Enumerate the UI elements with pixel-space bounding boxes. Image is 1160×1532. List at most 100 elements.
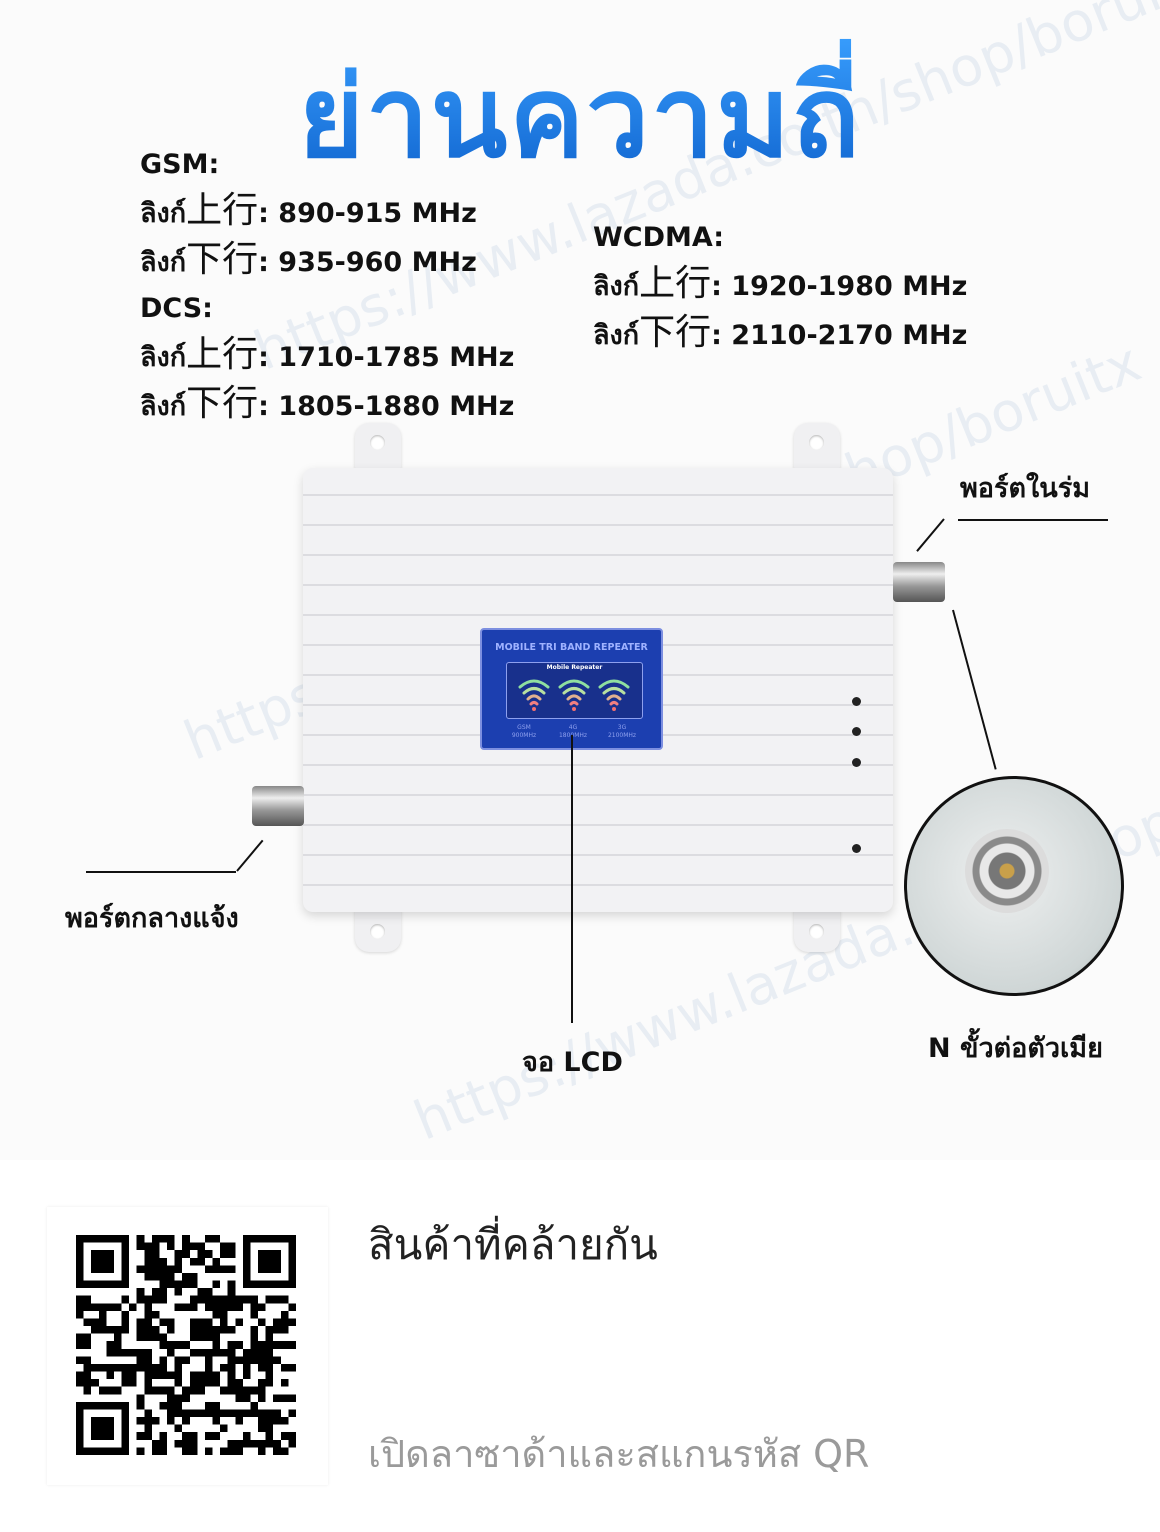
qr-module (167, 1326, 175, 1334)
qr-module (159, 1257, 168, 1266)
similar-products-link[interactable]: สินค้าที่คล้ายกัน (368, 1220, 658, 1269)
mount-tab (794, 904, 840, 952)
qr-module (280, 1394, 289, 1402)
qr-module (235, 1417, 243, 1425)
qr-module (136, 1242, 145, 1251)
band-name: 3G (617, 724, 627, 731)
qr-module (189, 1333, 198, 1342)
qr-module (144, 1432, 152, 1440)
indoor-port-connector (893, 562, 945, 602)
qr-module (189, 1303, 198, 1311)
qr-module (227, 1288, 236, 1296)
qr-module (235, 1409, 243, 1418)
qr-module (144, 1409, 152, 1418)
qr-module (220, 1242, 228, 1251)
qr-module (174, 1341, 183, 1349)
qr-module (227, 1326, 236, 1334)
spec-prefix: ลิงก์ (593, 320, 640, 351)
qr-module (144, 1265, 152, 1273)
qr-module (204, 1356, 213, 1364)
qr-module (182, 1303, 190, 1311)
qr-module (273, 1326, 281, 1334)
qr-module (204, 1295, 213, 1304)
qr-module (121, 1348, 130, 1357)
qr-module (91, 1417, 114, 1440)
qr-module (250, 1333, 259, 1342)
qr-module (76, 1371, 84, 1380)
qr-code (76, 1235, 296, 1455)
qr-module (174, 1280, 183, 1289)
qr-module (212, 1409, 221, 1418)
qr-module (76, 1333, 84, 1342)
spec-value: : 2110-2170 MHz (711, 320, 968, 351)
qr-module (151, 1371, 160, 1380)
spec-cjk: 上行 (186, 334, 259, 375)
qr-module (76, 1235, 84, 1289)
qr-module (182, 1280, 190, 1289)
qr-module (265, 1371, 274, 1380)
qr-module (129, 1303, 137, 1311)
qr-module (288, 1318, 296, 1327)
qr-module (151, 1333, 160, 1342)
qr-module (288, 1432, 296, 1440)
n-connector-icon (965, 829, 1049, 913)
qr-module (167, 1242, 175, 1251)
qr-module (280, 1447, 289, 1455)
qr-module (167, 1394, 175, 1402)
qr-module (144, 1257, 152, 1266)
qr-module (151, 1363, 160, 1372)
qr-module (220, 1326, 228, 1334)
qr-module (91, 1326, 99, 1334)
qr-module (204, 1265, 213, 1273)
spec-value: : 890-915 MHz (258, 198, 477, 229)
qr-module (144, 1424, 152, 1433)
qr-module (235, 1439, 243, 1448)
qr-module (76, 1295, 84, 1304)
qr-module (189, 1432, 198, 1440)
qr-module (212, 1432, 221, 1440)
spec-prefix: ลิงก์ (593, 271, 640, 302)
qr-module (151, 1386, 160, 1395)
qr-module (204, 1250, 213, 1258)
qr-module (220, 1447, 228, 1455)
qr-module (83, 1356, 92, 1364)
qr-module (227, 1439, 236, 1448)
band-name: GSM (517, 724, 531, 731)
qr-module (167, 1272, 175, 1281)
qr-module (182, 1447, 190, 1455)
qr-module (212, 1379, 221, 1387)
qr-module (121, 1379, 130, 1387)
signal-led (852, 697, 861, 706)
qr-module (174, 1401, 183, 1410)
spec-cjk: 下行 (186, 239, 259, 280)
qr-module (167, 1318, 175, 1327)
qr-module (212, 1280, 221, 1289)
qr-module (129, 1371, 137, 1380)
qr-module (167, 1280, 175, 1289)
qr-module (144, 1333, 152, 1342)
power-led (852, 844, 861, 853)
qr-module (258, 1341, 266, 1349)
qr-module (242, 1386, 251, 1395)
qr-module (106, 1371, 114, 1380)
band-name: 4G (568, 724, 578, 731)
qr-module (258, 1394, 266, 1402)
qr-module (280, 1341, 289, 1349)
qr-module (151, 1417, 160, 1425)
qr-module (227, 1242, 236, 1251)
qr-module (182, 1409, 190, 1418)
qr-module (227, 1409, 236, 1418)
qr-module (98, 1326, 107, 1334)
qr-module (265, 1432, 274, 1440)
qr-module (151, 1265, 160, 1273)
qr-module (121, 1310, 130, 1319)
qr-module (288, 1235, 296, 1289)
qr-module (258, 1250, 281, 1273)
qr-module (113, 1386, 122, 1395)
outdoor-port-connector (252, 786, 304, 826)
qr-module (76, 1310, 84, 1319)
qr-module (204, 1326, 213, 1334)
callout-line (571, 735, 573, 1023)
qr-module (159, 1235, 168, 1243)
qr-module (113, 1326, 122, 1334)
